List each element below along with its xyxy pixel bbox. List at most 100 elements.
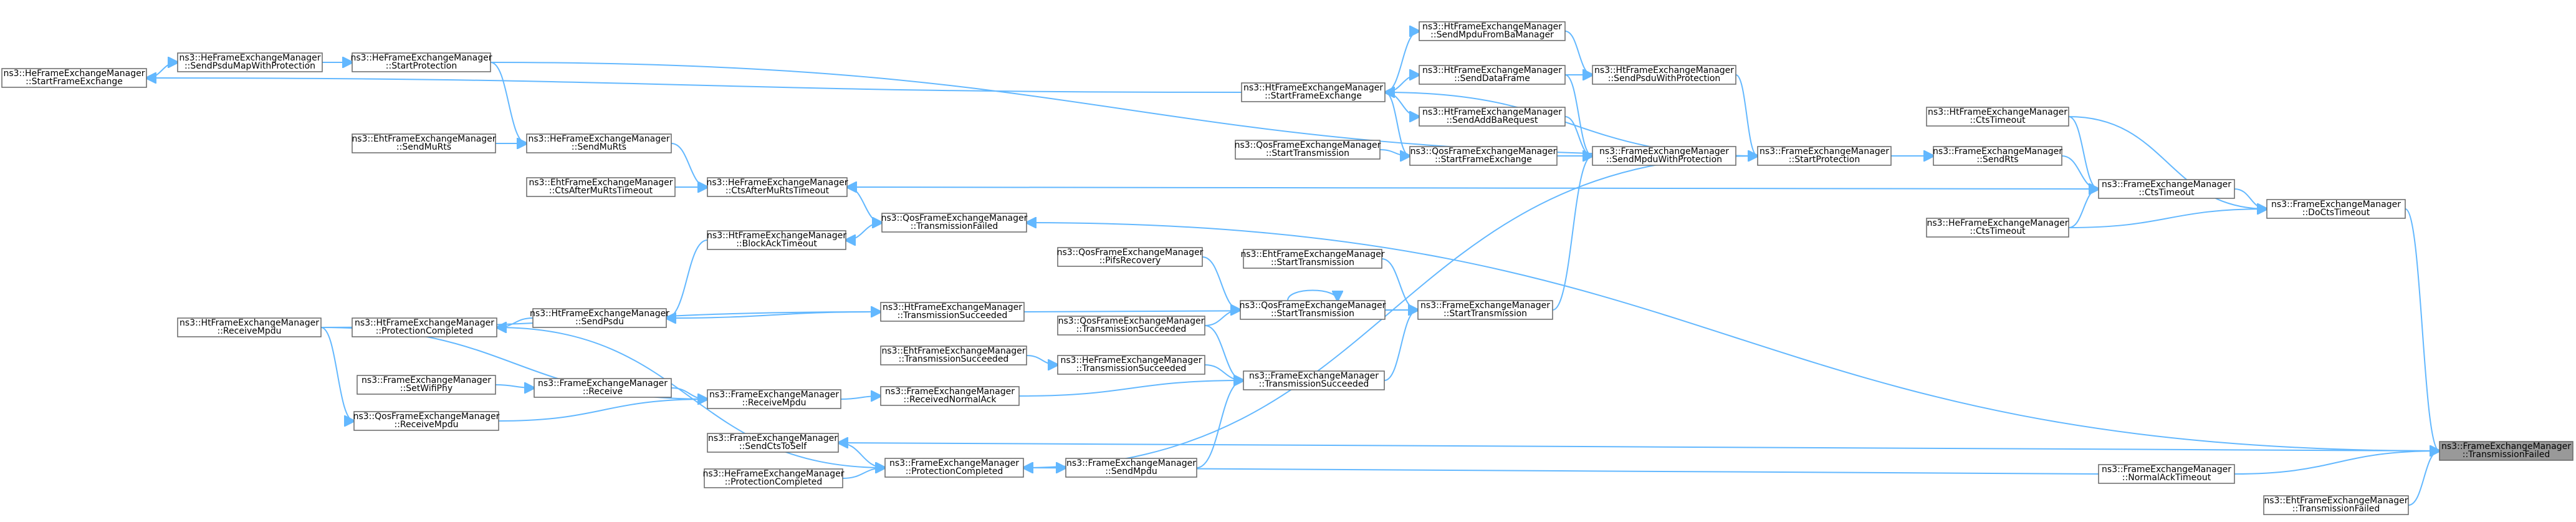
node-box (1235, 140, 1381, 160)
graph-node[interactable]: ns3::FrameExchangeManager::ProtectionCom… (884, 458, 1024, 478)
graph-node[interactable]: ns3::HeFrameExchangeManager::SendMuRts (526, 133, 672, 153)
call-edge (497, 317, 534, 327)
graph-node[interactable]: ns3::HeFrameExchangeManager::CtsTimeout (1926, 218, 2069, 238)
graph-node[interactable]: ns3::QosFrameExchangeManager::PifsRecove… (1057, 247, 1204, 267)
graph-node[interactable]: ns3::QosFrameExchangeManager::StartFrame… (1409, 146, 1558, 166)
graph-node[interactable]: ns3::FrameExchangeManager::NormalAckTime… (2098, 464, 2235, 484)
graph-node[interactable]: ns3::FrameExchangeManager::SendCtsToSelf (707, 433, 839, 453)
graph-node[interactable]: ns3::QosFrameExchangeManager::StartTrans… (1240, 300, 1386, 320)
node-label-class: ns3::FrameExchangeManager (1760, 147, 1889, 157)
graph-node[interactable]: ns3::HtFrameExchangeManager::ReceiveMpdu (177, 317, 322, 337)
graph-node[interactable]: ns3::HeFrameExchangeManager::CtsAfterMuR… (706, 177, 848, 197)
graph-node[interactable]: ns3::HtFrameExchangeManager::SendPsduWit… (1592, 65, 1736, 85)
node-label-method: ::ReceiveMpdu (218, 326, 282, 336)
node-box (2098, 464, 2235, 484)
graph-node[interactable]: ns3::FrameExchangeManager::ReceivedNorma… (880, 386, 1020, 406)
graph-node[interactable]: ns3::HtFrameExchangeManager::BlockAckTim… (707, 230, 846, 250)
node-box (1757, 146, 1892, 166)
graph-node[interactable]: ns3::HtFrameExchangeManager::SendAddBaRe… (1419, 107, 1566, 127)
graph-node[interactable]: ns3::FrameExchangeManager::CtsTimeout (2098, 179, 2235, 199)
node-box (1926, 107, 2069, 127)
graph-node[interactable]: ns3::HeFrameExchangeManager::ProtectionC… (702, 468, 845, 488)
graph-node[interactable]: ns3::HeFrameExchangeManager::SendPsduMap… (177, 52, 323, 72)
call-edge (498, 399, 707, 422)
node-box (880, 386, 1020, 406)
graph-node[interactable]: ns3::HeFrameExchangeManager::Transmissio… (1057, 355, 1205, 375)
node-label-class: ns3::FrameExchangeManager (362, 375, 491, 385)
node-label-class: ns3::FrameExchangeManager (1933, 147, 2062, 157)
node-label-class: ns3::HtFrameExchangeManager (1928, 107, 2067, 117)
call-edge (1018, 380, 1243, 397)
graph-node[interactable]: ns3::QosFrameExchangeManager::ReceiveMpd… (353, 411, 500, 431)
graph-node[interactable]: ns3::HeFrameExchangeManager::StartFrameE… (1, 68, 147, 88)
graph-node[interactable]: ns3::FrameExchangeManager::SendMpduWithP… (1592, 146, 1736, 166)
call-edge (1564, 74, 1592, 156)
node-label-class: ns3::FrameExchangeManager (885, 387, 1015, 397)
graph-node[interactable]: ns3::FrameExchangeManager::SetWifiPhy (357, 375, 496, 395)
call-edge (1379, 149, 1410, 156)
graph-node[interactable]: ns3::EhtFrameExchangeManager::Transmissi… (880, 346, 1027, 365)
node-label-method: ::TransmissionSucceeded (1076, 364, 1187, 374)
graph-node[interactable]: ns3::QosFrameExchangeManager::Transmissi… (881, 213, 1028, 233)
node-box (534, 378, 672, 398)
node-box (1419, 65, 1566, 85)
node-label-method: ::SendMuRts (396, 142, 451, 152)
node-label-method: ::SendMuRts (572, 142, 626, 152)
node-label-class: ns3::FrameExchangeManager (1420, 301, 1550, 311)
node-box (532, 308, 667, 328)
call-edge (1564, 116, 1592, 156)
node-label-method: ::TransmissionFailed (2292, 504, 2380, 514)
node-box (1417, 300, 1553, 320)
graph-node[interactable]: ns3::FrameExchangeManager::SendRts (1933, 146, 2062, 166)
graph-node[interactable]: ns3::FrameExchangeManager::StartTransmis… (1417, 300, 1553, 320)
node-box (1065, 458, 1197, 478)
graph-node[interactable]: ns3::FrameExchangeManager::StartProtecti… (1757, 146, 1892, 166)
graph-node[interactable]: ns3::FrameExchangeManager::ReceiveMpdu (707, 389, 841, 409)
graph-node[interactable]: ns3::QosFrameExchangeManager::Transmissi… (1057, 316, 1205, 336)
graph-node[interactable]: ns3::QosFrameExchangeManager::StartTrans… (1235, 140, 1381, 160)
graph-node[interactable]: ns3::EhtFrameExchangeManager::CtsAfterMu… (526, 177, 676, 197)
node-label-method: ::StartTransmission (1271, 309, 1354, 319)
node-label-method: ::SendMpduFromBaManager (1430, 30, 1554, 40)
graph-node[interactable]: ns3::HtFrameExchangeManager::Transmissio… (880, 302, 1025, 322)
node-label-method: ::StartFrameExchange (1265, 91, 1362, 101)
call-edge (1204, 310, 1240, 326)
graph-node[interactable]: ns3::HtFrameExchangeManager::CtsTimeout (1926, 107, 2069, 127)
node-label-class: ns3::FrameExchangeManager (889, 458, 1019, 468)
node-label-class: ns3::QosFrameExchangeManager (1235, 140, 1381, 150)
call-edge (495, 385, 534, 388)
graph-node[interactable]: ns3::EhtFrameExchangeManager::SendMuRts (352, 133, 496, 153)
node-label-class: ns3::QosFrameExchangeManager (353, 412, 500, 422)
node-label-class: ns3::HtFrameExchangeManager (180, 318, 319, 328)
node-box (1933, 146, 2062, 166)
node-box (707, 177, 848, 197)
graph-node[interactable]: ns3::EhtFrameExchangeManager::StartTrans… (1240, 249, 1385, 269)
graph-node[interactable]: ns3::FrameExchangeManager::SendMpdu (1065, 458, 1197, 478)
graph-node[interactable]: ns3::HtFrameExchangeManager::SendPsdu (530, 308, 669, 328)
node-box (1057, 355, 1205, 375)
graph-node[interactable]: ns3::HtFrameExchangeManager::StartFrameE… (1241, 82, 1386, 102)
node-label-method: ::SendDataFrame (1454, 74, 1530, 84)
node-label-class: ns3::FrameExchangeManager (1249, 371, 1379, 381)
node-label-method: ::SendAddBaRequest (1447, 115, 1538, 125)
graph-node[interactable]: ns3::HtFrameExchangeManager::SendDataFra… (1419, 65, 1566, 85)
graph-node[interactable]: ns3::HtFrameExchangeManager::SendMpduFro… (1419, 21, 1566, 41)
graph-node[interactable]: ns3::HtFrameExchangeManager::ProtectionC… (352, 317, 497, 337)
node-label-method: ::TransmissionSucceeded (898, 311, 1008, 321)
node-box (1243, 370, 1385, 390)
node-box (177, 317, 322, 337)
node-label-method: ::StartTransmission (1271, 258, 1354, 268)
call-edge (838, 442, 885, 468)
graph-node[interactable]: ns3::FrameExchangeManager::TransmissionS… (1243, 370, 1385, 390)
graph-node[interactable]: ns3::EhtFrameExchangeManager::Transmissi… (2263, 495, 2409, 515)
graph-node[interactable]: ns3::FrameExchangeManager::Receive (534, 378, 672, 398)
graph-node[interactable]: ns3::HeFrameExchangeManager::StartProtec… (350, 52, 492, 72)
node-label-method: ::CtsTimeout (1970, 115, 2026, 125)
call-edge (2408, 451, 2440, 506)
graph-node[interactable]: ns3::FrameExchangeManager::TransmissionF… (2439, 441, 2574, 461)
call-edge (1287, 289, 1338, 301)
graph-node[interactable]: ns3::FrameExchangeManager::DoCtsTimeout (2266, 199, 2406, 219)
node-label-class: ns3::QosFrameExchangeManager (1057, 248, 1204, 258)
node-box (1057, 247, 1203, 267)
node-label-class: ns3::HeFrameExchangeManager (702, 469, 844, 479)
